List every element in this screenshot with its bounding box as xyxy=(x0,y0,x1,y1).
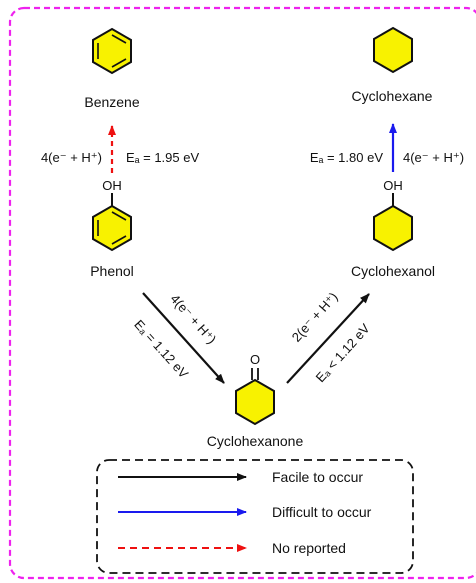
cyclohexanol-oh-label: OH xyxy=(383,178,403,193)
arrow-cyclohexanone-to-cyclohexanol xyxy=(286,293,370,384)
reagent-phenol-to-cyclohexanone: 4(e⁻ + H⁺) xyxy=(167,291,219,346)
legend-dashed-box xyxy=(96,459,414,574)
reagent-cyclohexanone-to-cyclohexanol: 2(e⁻ + H⁺) xyxy=(289,289,341,344)
legend-label-facile: Facile to occur xyxy=(272,469,363,485)
cyclohexane-structure xyxy=(373,26,413,74)
ea-phenol-to-cyclohexanone: Eₐ = 1.12 eV xyxy=(131,317,191,382)
outer-dashed-frame xyxy=(8,6,476,580)
legend-label-difficult: Difficult to occur xyxy=(272,504,372,520)
arrow-phenol-to-cyclohexanone xyxy=(142,292,225,384)
ea-cyclohexanol-to-cyclohexane: Eₐ = 1.80 eV xyxy=(310,150,383,165)
benzene-label: Benzene xyxy=(84,94,139,110)
phenol-label: Phenol xyxy=(90,263,134,279)
legend: Facile to occur Difficult to occur No re… xyxy=(96,459,414,574)
reagent-cyclohexanol-to-cyclohexane: 4(e⁻ + H⁺) xyxy=(403,150,464,165)
cyclohexanone-o-label: O xyxy=(250,352,260,367)
legend-label-not-reported: No reported xyxy=(272,540,346,556)
cyclohexane-label: Cyclohexane xyxy=(352,88,433,104)
phenol-oh-label: OH xyxy=(102,178,122,193)
ea-cyclohexanone-to-cyclohexanol: Eₐ < 1.12 eV xyxy=(313,321,373,386)
phenol-ring xyxy=(92,204,132,252)
benzene-structure xyxy=(92,27,132,75)
reagent-phenol-to-benzene: 4(e⁻ + H⁺) xyxy=(41,150,102,165)
cyclohexanol-label: Cyclohexanol xyxy=(351,263,435,279)
cyclohexanone-ring xyxy=(235,378,275,426)
ea-phenol-to-benzene: Eₐ = 1.95 eV xyxy=(126,150,199,165)
cyclohexanol-ring xyxy=(373,204,413,252)
cyclohexanone-label: Cyclohexanone xyxy=(207,433,304,449)
